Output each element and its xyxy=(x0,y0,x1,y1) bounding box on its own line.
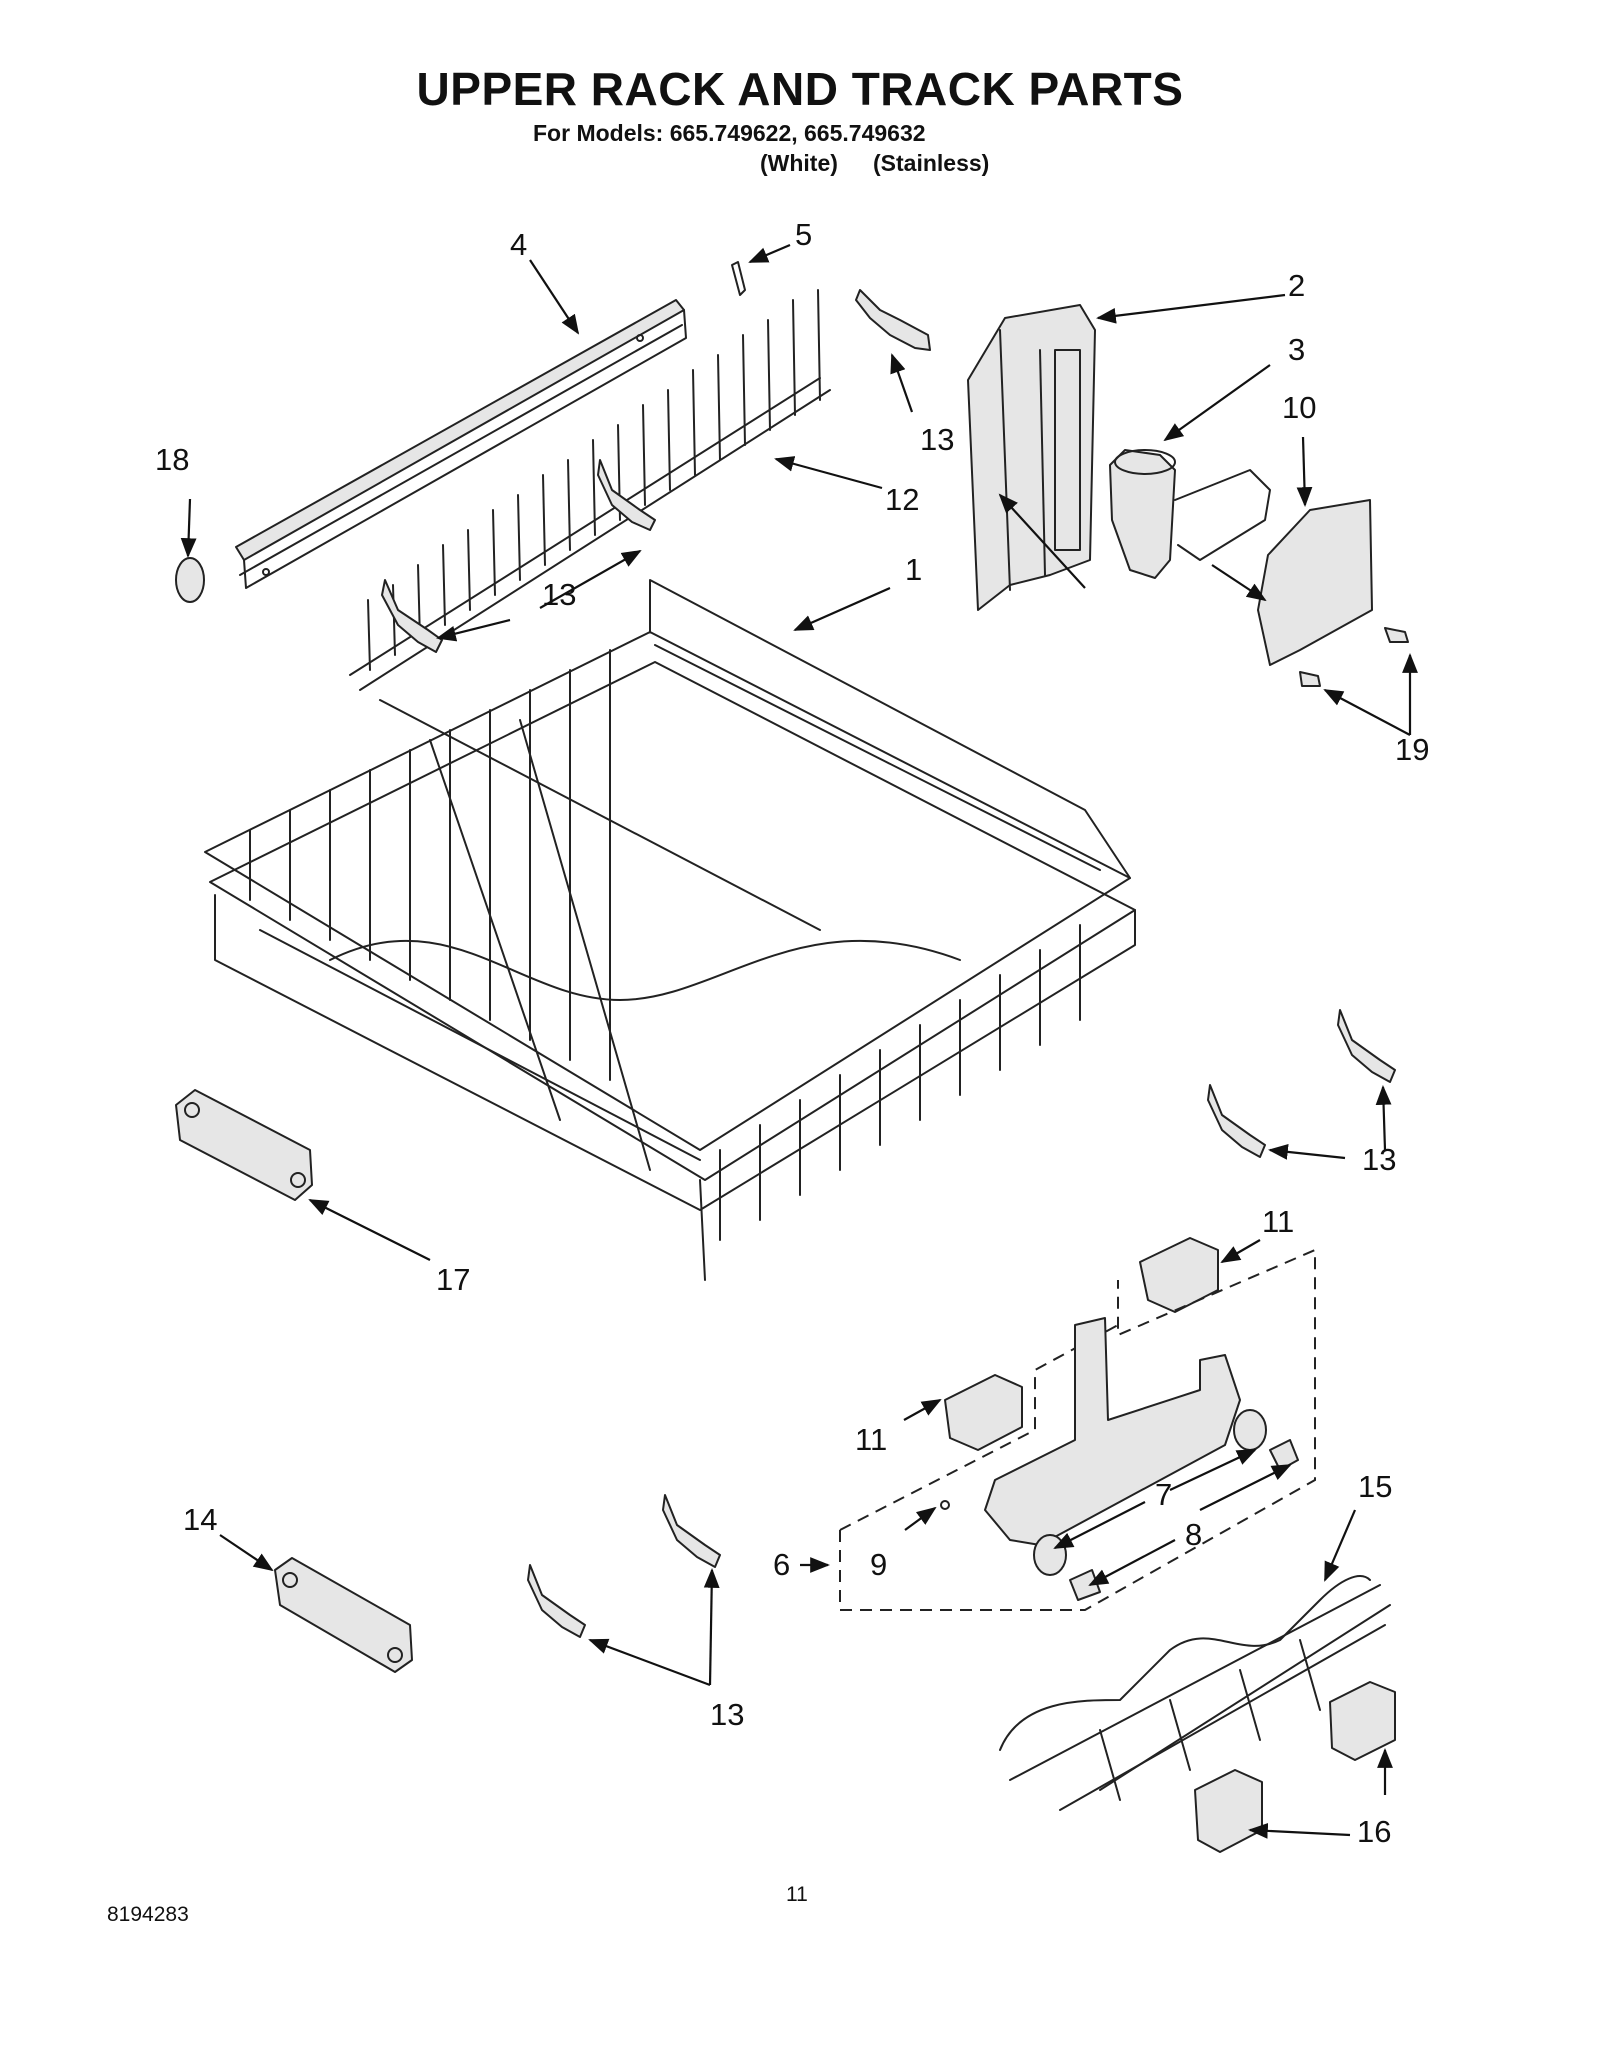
callout-16: 16 xyxy=(1357,1814,1391,1849)
callout-15: 15 xyxy=(1358,1469,1392,1504)
model-color-stainless: (Stainless) xyxy=(873,150,990,176)
models-line: For Models: 665.749622, 665.749632 xyxy=(533,120,926,146)
page-title: UPPER RACK AND TRACK PARTS xyxy=(416,63,1184,115)
wheel-7-right xyxy=(1233,1409,1267,1451)
axle-8-left xyxy=(1069,1569,1101,1601)
clip-13-bottom-b xyxy=(527,1564,586,1638)
upper-rack-basket-part xyxy=(204,579,1136,1281)
screw-19a xyxy=(1384,627,1409,643)
callout-10: 10 xyxy=(1282,390,1316,425)
clip-13-top xyxy=(855,289,931,351)
clip-13-tine-a xyxy=(597,459,656,531)
housing-16-top xyxy=(1329,1681,1396,1761)
callout-12: 12 xyxy=(885,482,919,517)
callout-13-top: 13 xyxy=(920,422,954,457)
callout-11-top: 11 xyxy=(1262,1204,1294,1239)
clip-13-bottom-a xyxy=(662,1494,721,1568)
leader-lines xyxy=(180,243,1418,1839)
callout-11-left: 11 xyxy=(855,1422,887,1457)
clip-13-tine-b xyxy=(381,579,443,653)
callout-14: 14 xyxy=(183,1502,217,1537)
callout-3: 3 xyxy=(1288,332,1305,367)
actuator-part xyxy=(1109,449,1271,579)
callout-4: 4 xyxy=(510,227,527,262)
clip-13-right-b xyxy=(1207,1084,1266,1158)
cover-part xyxy=(1257,499,1373,666)
callout-13-tines: 13 xyxy=(542,577,576,612)
callout-18: 18 xyxy=(155,442,189,477)
callout-5: 5 xyxy=(795,217,812,252)
knob-part xyxy=(175,557,205,603)
callout-labels: 4 5 2 3 10 13 12 13 1 18 19 13 11 11 7 8… xyxy=(155,217,1429,1849)
clip-part xyxy=(731,261,746,296)
callout-7: 7 xyxy=(1155,1477,1172,1512)
clip-13-right-a xyxy=(1337,1009,1396,1083)
wire-shelf-15-part xyxy=(999,1575,1391,1811)
screw-9 xyxy=(940,1500,950,1510)
callout-8: 8 xyxy=(1185,1517,1202,1552)
screw-19b xyxy=(1299,671,1321,687)
wheel-housing-11-top xyxy=(1139,1237,1219,1313)
callout-2: 2 xyxy=(1288,268,1305,303)
document-number: 8194283 xyxy=(107,1903,189,1926)
adjuster-housing-part xyxy=(967,304,1096,611)
wheel-housing-11-left xyxy=(944,1374,1023,1451)
track-stop-14-part xyxy=(274,1557,413,1673)
axle-8-right xyxy=(1269,1439,1299,1471)
model-color-white: (White) xyxy=(760,150,838,176)
wheel-7-left xyxy=(1033,1534,1067,1576)
callout-1: 1 xyxy=(905,552,922,587)
callout-13-bottom: 13 xyxy=(710,1697,744,1732)
track-stop-17-part xyxy=(175,1089,313,1201)
adjuster-arm-assembly-part xyxy=(839,1248,1316,1611)
callout-9: 9 xyxy=(870,1547,887,1582)
callout-17: 17 xyxy=(436,1262,470,1297)
callout-19: 19 xyxy=(1395,732,1429,767)
track-rail-part xyxy=(235,299,687,589)
callout-6: 6 xyxy=(773,1547,790,1582)
page-number: 11 xyxy=(786,1883,808,1906)
housing-16-bottom xyxy=(1194,1769,1263,1853)
callout-13-right: 13 xyxy=(1362,1142,1396,1177)
